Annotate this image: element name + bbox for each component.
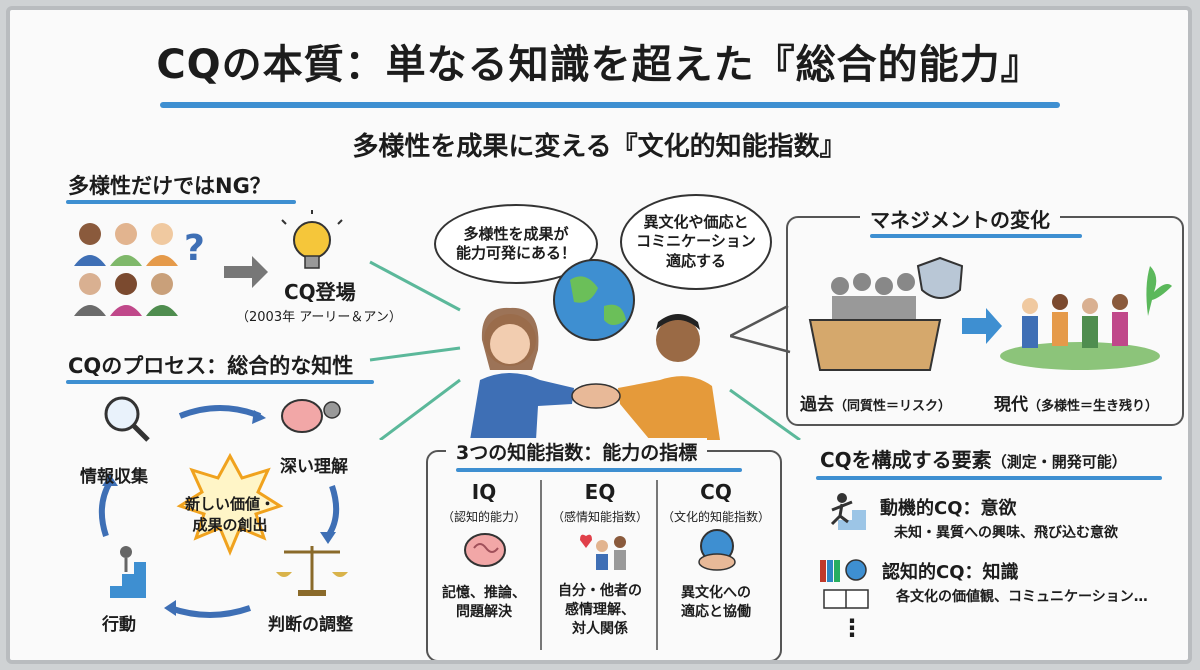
man-figure <box>618 314 720 440</box>
cycle-arrow-1 <box>178 405 262 419</box>
brain-gear-icon <box>281 399 341 433</box>
management-illustration <box>730 256 1172 371</box>
more-ellipsis: ⋮ <box>840 614 864 642</box>
handshake-illustration <box>369 259 801 440</box>
ng-underline <box>66 200 296 204</box>
past-label: 過去（同質性＝リスク） <box>800 395 952 415</box>
page-subtitle: 多様性を成果に変える『文化的知能指数』 <box>352 132 846 162</box>
eq-desc: 自分・他者の感情理解、対人関係 <box>558 583 642 637</box>
stairs-person-icon <box>110 546 146 598</box>
management-underline <box>870 234 1082 238</box>
elements-heading: CQを構成する要素（測定・開発可能） <box>820 448 1127 472</box>
box-crowd-icon <box>808 273 942 371</box>
whiteboard: CQの本質：単なる知識を超えた『総合的能力』 多様性を成果に変える『文化的知能指… <box>6 6 1192 664</box>
three-iq-underline <box>456 468 742 472</box>
element-motivational-title: 動機的CQ：意欲 <box>880 498 1017 519</box>
cq-title: CQ <box>700 480 732 504</box>
cq-sub: （文化的知能指数） <box>661 510 770 524</box>
arrow-right-icon <box>224 256 268 288</box>
handshake-icon <box>571 383 621 409</box>
woman-figure <box>470 307 574 440</box>
globe-handshake-icon <box>698 529 736 571</box>
column-divider-2 <box>656 480 658 650</box>
step-gather: 情報収集 <box>80 467 148 487</box>
column-divider-1 <box>540 480 542 650</box>
process-heading: CQのプロセス：総合的な知性 <box>68 354 354 378</box>
ng-illustration: ? <box>74 210 343 316</box>
step-act: 行動 <box>102 615 136 635</box>
bubble-right: 異文化や価応とコミニケーション適応する <box>620 194 772 290</box>
cycle-arrow-2 <box>325 485 340 538</box>
cracked-shield-icon <box>916 256 964 299</box>
process-underline <box>66 380 374 384</box>
bubble-left: 多様性を成果が能力可発にある！ <box>434 204 598 284</box>
element-motivational-desc: 未知・異質への興味、飛び込む意欲 <box>894 525 1118 541</box>
page-title: CQの本質：単なる知識を超えた『総合的能力』 <box>156 42 1042 88</box>
elements-underline <box>816 476 1162 480</box>
eq-title: EQ <box>584 480 616 504</box>
brain-icon <box>464 533 506 567</box>
iq-desc: 記憶、推論、問題解決 <box>442 585 526 620</box>
title-underline <box>160 102 1060 108</box>
cycle-arrow-4 <box>98 480 113 537</box>
step-understand: 深い理解 <box>280 457 348 477</box>
diverse-team-icon <box>1000 266 1172 370</box>
cq-desc: 異文化への適応と協働 <box>681 585 751 620</box>
step-judge: 判断の調整 <box>268 615 353 635</box>
burst-shape <box>176 452 284 556</box>
process-center: 新しい価値・成果の創出 <box>184 495 275 534</box>
ng-heading: 多様性だけではNG？ <box>68 174 271 198</box>
three-iq-heading: 3つの知能指数：能力の指標 <box>446 438 708 465</box>
iq-title: IQ <box>471 480 497 504</box>
globe-icon <box>553 259 635 341</box>
diverse-people-icon <box>74 223 178 316</box>
process-cycle <box>98 396 348 618</box>
element-cognitive-desc: 各文化の価値観、コミュニケーション… <box>896 589 1148 605</box>
management-heading: マネジメントの変化 <box>860 204 1060 233</box>
climbing-icon <box>824 493 866 530</box>
cycle-arrow-3 <box>169 605 251 618</box>
lightbulb-icon <box>281 210 343 269</box>
people-heart-icon <box>580 534 626 570</box>
cq-appear-label: CQ登場 <box>284 280 356 304</box>
eq-sub: （感情知能指数） <box>551 510 648 524</box>
present-label: 現代（多様性＝生き残り） <box>994 395 1159 415</box>
books-globe-icon <box>820 559 869 609</box>
magnifier-icon <box>104 396 150 442</box>
cq-appear-note: （2003年 アーリー＆アン） <box>236 310 402 325</box>
question-mark-icon: ? <box>184 228 205 269</box>
iq-sub: （認知的能力） <box>441 510 526 524</box>
scale-icon <box>276 546 348 596</box>
arrow-right-icon <box>962 308 1002 344</box>
element-cognitive-title: 認知的CQ：知識 <box>882 562 1019 583</box>
